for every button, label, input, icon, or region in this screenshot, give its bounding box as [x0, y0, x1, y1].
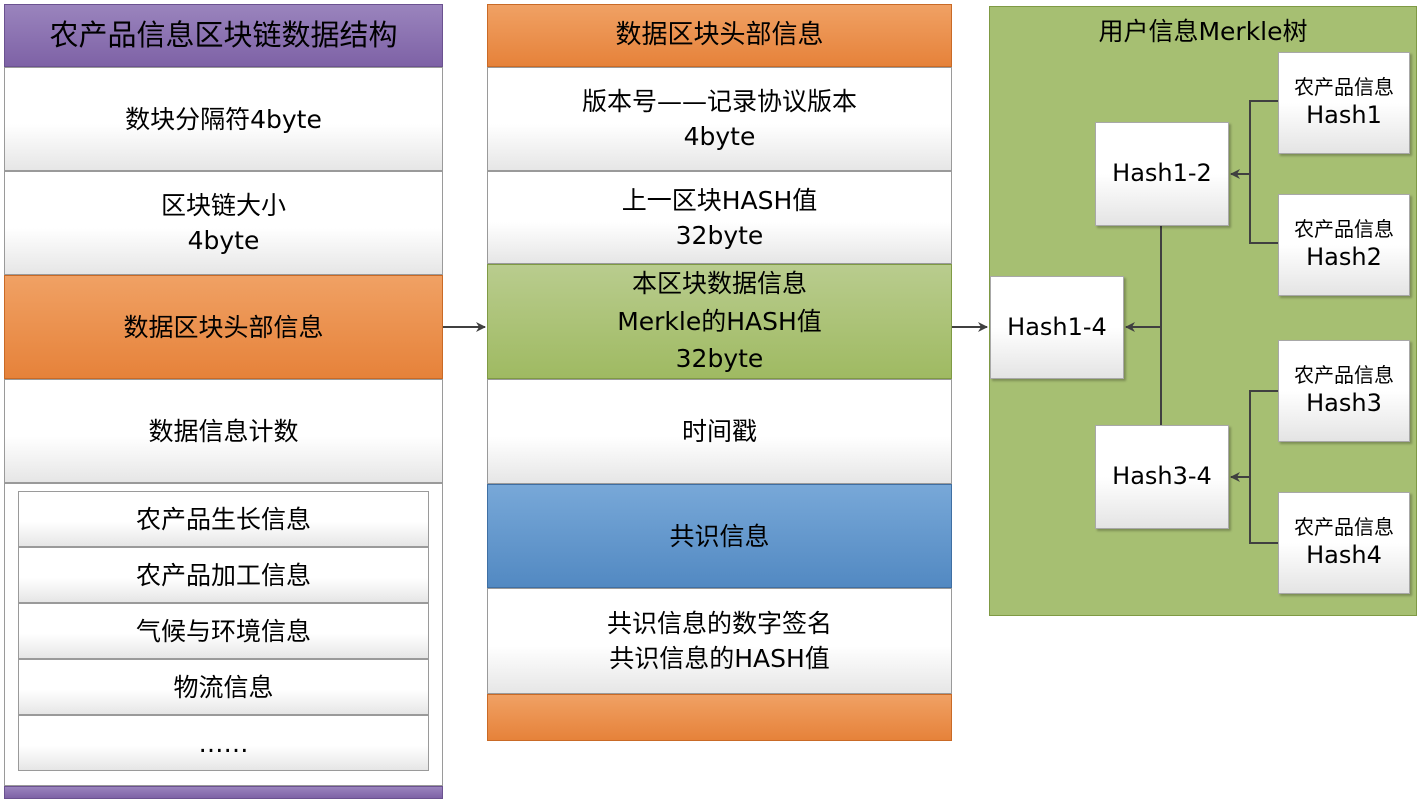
- prev-hash-field: 上一区块HASH值 32byte: [487, 171, 952, 264]
- header-info-text: 数据区块头部信息: [123, 312, 324, 342]
- leaf-label: 农产品信息: [1294, 515, 1394, 540]
- merkle-node-hash34: Hash3-4: [1095, 425, 1229, 529]
- info-item: ……: [18, 715, 429, 771]
- info-item-text: 气候与环境信息: [135, 616, 311, 646]
- leaf-label: 农产品信息: [1294, 217, 1394, 242]
- left-column-title: 农产品信息区块链数据结构: [4, 4, 443, 67]
- middle-title-text: 数据区块头部信息: [615, 20, 824, 51]
- delimiter-text: 数块分隔符4byte: [125, 104, 322, 134]
- chain-size-line2: 4byte: [187, 226, 260, 255]
- leaf-hash: Hash3: [1306, 389, 1382, 418]
- connector-leaf1-leaf2: [1249, 100, 1278, 244]
- leaf-label: 农产品信息: [1294, 363, 1394, 388]
- leaf-hash: Hash4: [1306, 541, 1382, 570]
- leaf-label: 农产品信息: [1294, 75, 1394, 100]
- prev-hash-line2: 32byte: [675, 220, 764, 250]
- middle-column-footer: [487, 694, 952, 741]
- version-line2: 4byte: [683, 122, 756, 151]
- merkle-line3: 32byte: [675, 344, 764, 374]
- merkle-node-hash12: Hash1-2: [1095, 122, 1229, 226]
- left-title-text: 农产品信息区块链数据结构: [49, 18, 398, 53]
- signature-field: 共识信息的数字签名 共识信息的HASH值: [487, 588, 952, 694]
- info-item-text: 农产品生长信息: [135, 504, 311, 534]
- merkle-leaf-node: 农产品信息 Hash2: [1278, 194, 1410, 296]
- merkle-leaf-node: 农产品信息 Hash1: [1278, 52, 1410, 154]
- merkle-title-text: 用户信息Merkle树: [1098, 17, 1308, 46]
- merkle-tree-title: 用户信息Merkle树: [989, 12, 1417, 52]
- version-line1: 版本号——记录协议版本: [581, 87, 857, 116]
- info-item: 气候与环境信息: [18, 603, 429, 659]
- merkle-root-node: Hash1-4: [990, 276, 1124, 379]
- middle-column-title: 数据区块头部信息: [487, 4, 952, 67]
- leaf-hash: Hash2: [1306, 243, 1382, 272]
- hash12-text: Hash1-2: [1112, 159, 1212, 188]
- info-item: 物流信息: [18, 659, 429, 715]
- signature-line2: 共识信息的HASH值: [609, 644, 830, 673]
- delimiter-field: 数块分隔符4byte: [4, 67, 443, 171]
- version-field: 版本号——记录协议版本 4byte: [487, 67, 952, 171]
- merkle-leaf-node: 农产品信息 Hash4: [1278, 492, 1410, 594]
- timestamp-field: 时间戳: [487, 379, 952, 484]
- consensus-field: 共识信息: [487, 484, 952, 588]
- connector-leaf3-leaf4: [1249, 390, 1278, 544]
- merkle-leaf-node: 农产品信息 Hash3: [1278, 340, 1410, 442]
- consensus-text: 共识信息: [669, 521, 770, 551]
- merkle-line2: Merkle的HASH值: [617, 306, 822, 336]
- signature-line1: 共识信息的数字签名: [606, 609, 832, 638]
- chain-size-field: 区块链大小 4byte: [4, 171, 443, 275]
- timestamp-text: 时间戳: [681, 417, 757, 446]
- leaf-hash: Hash1: [1306, 101, 1382, 130]
- info-item-text: 农产品加工信息: [135, 560, 311, 590]
- merkle-line1: 本区块数据信息: [631, 269, 807, 299]
- left-column-footer: [4, 786, 443, 799]
- chain-size-line1: 区块链大小: [160, 191, 286, 220]
- info-item-text: 物流信息: [173, 672, 274, 702]
- root-text: Hash1-4: [1007, 312, 1107, 341]
- info-item-text: ……: [198, 728, 249, 758]
- prev-hash-line1: 上一区块HASH值: [621, 185, 818, 215]
- info-item: 农产品加工信息: [18, 547, 429, 603]
- info-count-field: 数据信息计数: [4, 379, 443, 483]
- info-count-text: 数据信息计数: [148, 416, 299, 446]
- info-item: 农产品生长信息: [18, 491, 429, 547]
- hash34-text: Hash3-4: [1112, 462, 1212, 491]
- header-info-field: 数据区块头部信息: [4, 275, 443, 379]
- merkle-hash-field: 本区块数据信息 Merkle的HASH值 32byte: [487, 264, 952, 379]
